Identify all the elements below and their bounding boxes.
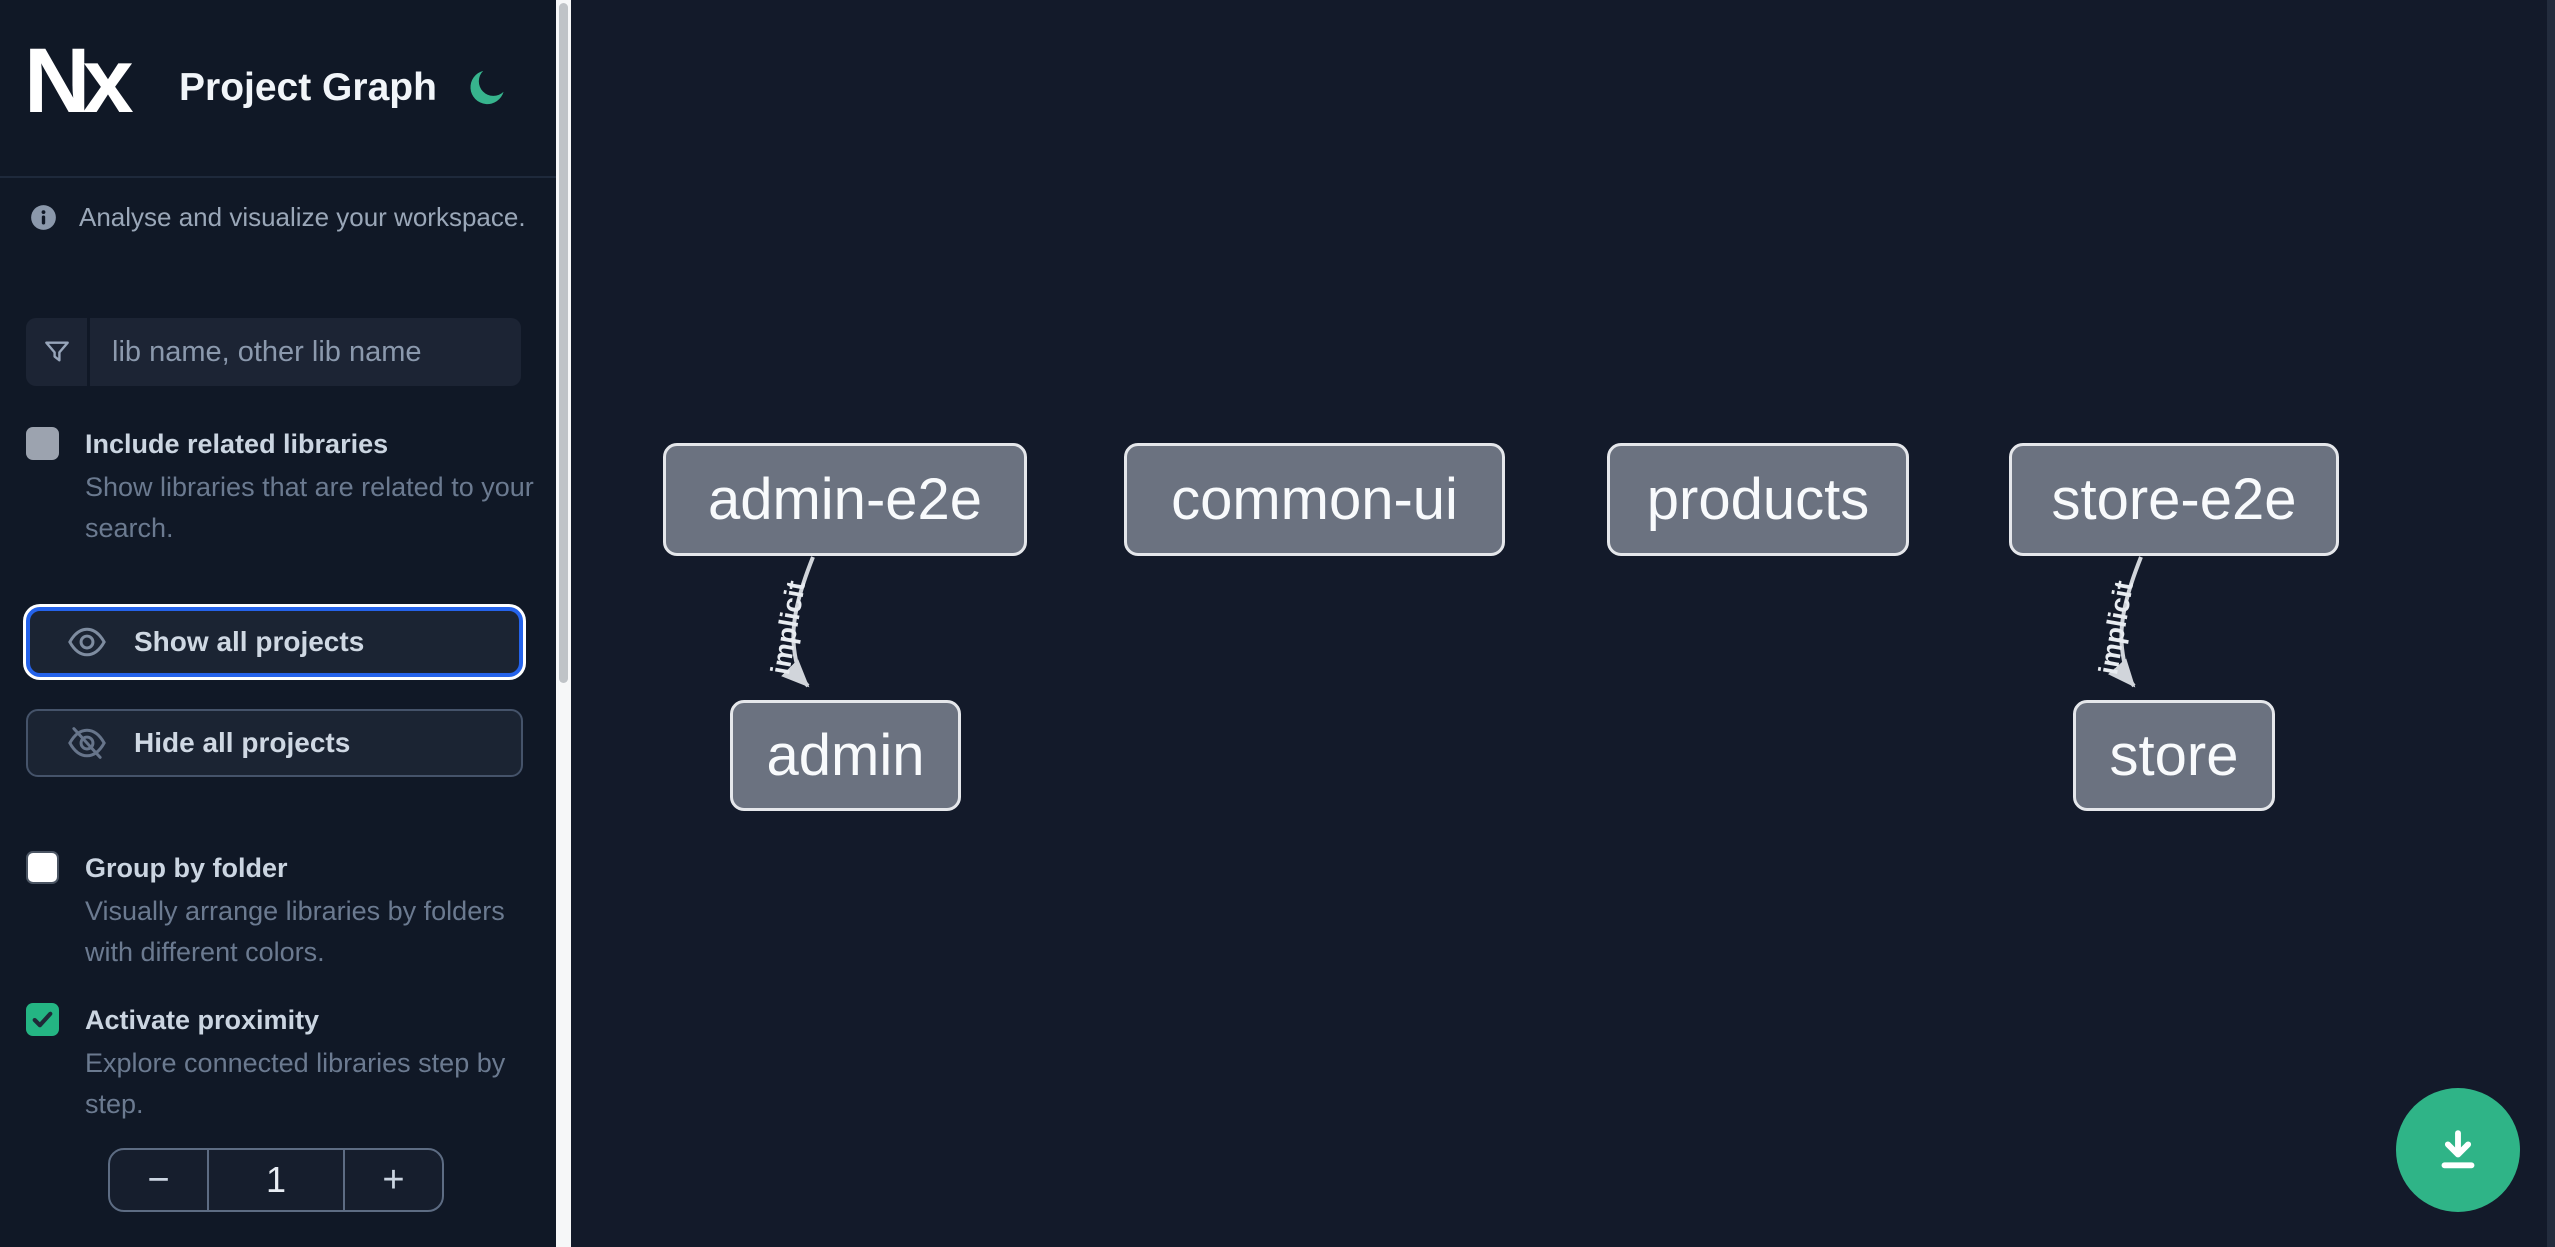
- checkbox-include-related[interactable]: [26, 427, 59, 460]
- info-icon: [31, 205, 56, 230]
- graph-node-products[interactable]: products: [1607, 443, 1909, 556]
- proximity-depth-value: 1: [207, 1150, 345, 1210]
- checkbox-activate-proximity[interactable]: [26, 1003, 59, 1036]
- edge-store-e2e-store[interactable]: [2107, 556, 2143, 688]
- toggle-description: Explore connected libraries step by step…: [85, 1048, 506, 1119]
- save-image-fab[interactable]: [2396, 1088, 2520, 1212]
- eye-slash-icon: [68, 727, 106, 759]
- sidebar: Nx Project Graph Analyse and visualize y…: [0, 0, 556, 1247]
- sidebar-scrollbar-track: [556, 0, 571, 1247]
- show-all-projects-button[interactable]: Show all projects: [26, 607, 523, 677]
- download-icon: [2441, 1130, 2475, 1169]
- search-input[interactable]: [90, 318, 521, 386]
- filter-funnel-icon: [44, 341, 69, 362]
- graph-node-admin-e2e[interactable]: admin-e2e: [663, 443, 1027, 556]
- search-box: [26, 318, 521, 386]
- graph-node-admin[interactable]: admin: [730, 700, 961, 811]
- tagline: Analyse and visualize your workspace.: [79, 202, 526, 232]
- proximity-depth-stepper: − 1 +: [108, 1148, 444, 1212]
- toggle-include-related: Include related libraries Show libraries…: [26, 426, 534, 549]
- dark-mode-toggle[interactable]: [464, 64, 512, 112]
- edge-label-implicit: implicit: [2093, 579, 2139, 677]
- toggle-label: Group by folder: [85, 853, 288, 883]
- toggle-description: Visually arrange libraries by folders wi…: [85, 896, 505, 967]
- nx-logo: Nx: [24, 30, 134, 132]
- page-title: Project Graph: [179, 66, 437, 109]
- decrement-button[interactable]: −: [110, 1150, 207, 1210]
- checkmark-icon: [32, 1011, 53, 1028]
- toggle-description: Show libraries that are related to your …: [85, 472, 534, 543]
- graph-node-store[interactable]: store: [2073, 700, 2275, 811]
- checkbox-group-by-folder[interactable]: [26, 851, 59, 884]
- toggle-activate-proximity: Activate proximity Explore connected lib…: [26, 1002, 505, 1125]
- edge-admin-e2e-admin[interactable]: [781, 556, 815, 688]
- toggle-label: Include related libraries: [85, 429, 389, 459]
- increment-button[interactable]: +: [345, 1150, 442, 1210]
- edge-label-implicit: implicit: [765, 579, 811, 677]
- hide-all-projects-label: Hide all projects: [134, 727, 351, 758]
- sidebar-scrollbar-thumb[interactable]: [559, 3, 568, 683]
- header-divider: [0, 176, 556, 178]
- graph-node-store-e2e[interactable]: store-e2e: [2009, 443, 2339, 556]
- filter-iconcell: [26, 318, 90, 386]
- show-all-projects-label: Show all projects: [134, 626, 365, 657]
- eye-icon: [68, 627, 106, 657]
- hide-all-projects-button[interactable]: Hide all projects: [26, 709, 523, 777]
- toggle-label: Activate proximity: [85, 1005, 320, 1035]
- toggle-group-by-folder: Group by folder Visually arrange librari…: [26, 850, 505, 973]
- page-scrollbar-track: [2547, 0, 2555, 1247]
- moon-icon: [470, 70, 504, 104]
- graph-node-common-ui[interactable]: common-ui: [1124, 443, 1505, 556]
